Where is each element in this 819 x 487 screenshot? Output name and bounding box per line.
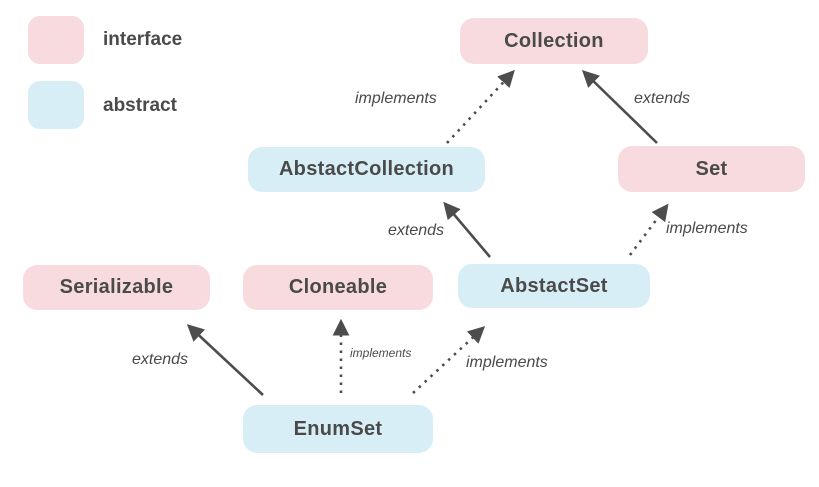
node-enum-set: EnumSet (243, 405, 433, 453)
node-set: Set (618, 146, 805, 192)
edge-label-abstactcollection-implements-collection: implements (355, 90, 437, 107)
node-serializable: Serializable (23, 265, 210, 310)
node-collection: Collection (460, 18, 648, 64)
edge-arrow-abstactset-implements-set (628, 203, 669, 256)
edge-arrow-set-extends-collection (581, 70, 658, 144)
edge-label-enumset-implements-abstactset: implements (466, 354, 548, 371)
edge-label-enumset-extends-serializable: extends (132, 351, 189, 368)
node-cloneable: Cloneable (243, 265, 433, 310)
legend-abstract-label: abstract (103, 95, 177, 116)
edge-arrow-abstactset-extends-abstactcollection (443, 201, 491, 258)
edge-label-abstactset-implements-set: implements (666, 220, 748, 237)
edge-arrow-abstactcollection-implements-collection (446, 69, 515, 144)
edge-label-abstactset-extends-abstactcollection: extends (388, 222, 445, 239)
node-abstact-collection: AbstactCollection (248, 147, 485, 192)
node-abstact-set: AbstactSet (458, 264, 650, 308)
legend-interface-swatch (28, 16, 84, 64)
legend-interface-label: interface (103, 29, 183, 50)
edge-arrow-enumset-extends-serializable (186, 324, 264, 396)
legend-abstract-swatch (28, 81, 84, 129)
edge-label-enumset-implements-cloneable: implements (350, 346, 412, 360)
edge-label-set-extends-collection: extends (634, 90, 691, 107)
